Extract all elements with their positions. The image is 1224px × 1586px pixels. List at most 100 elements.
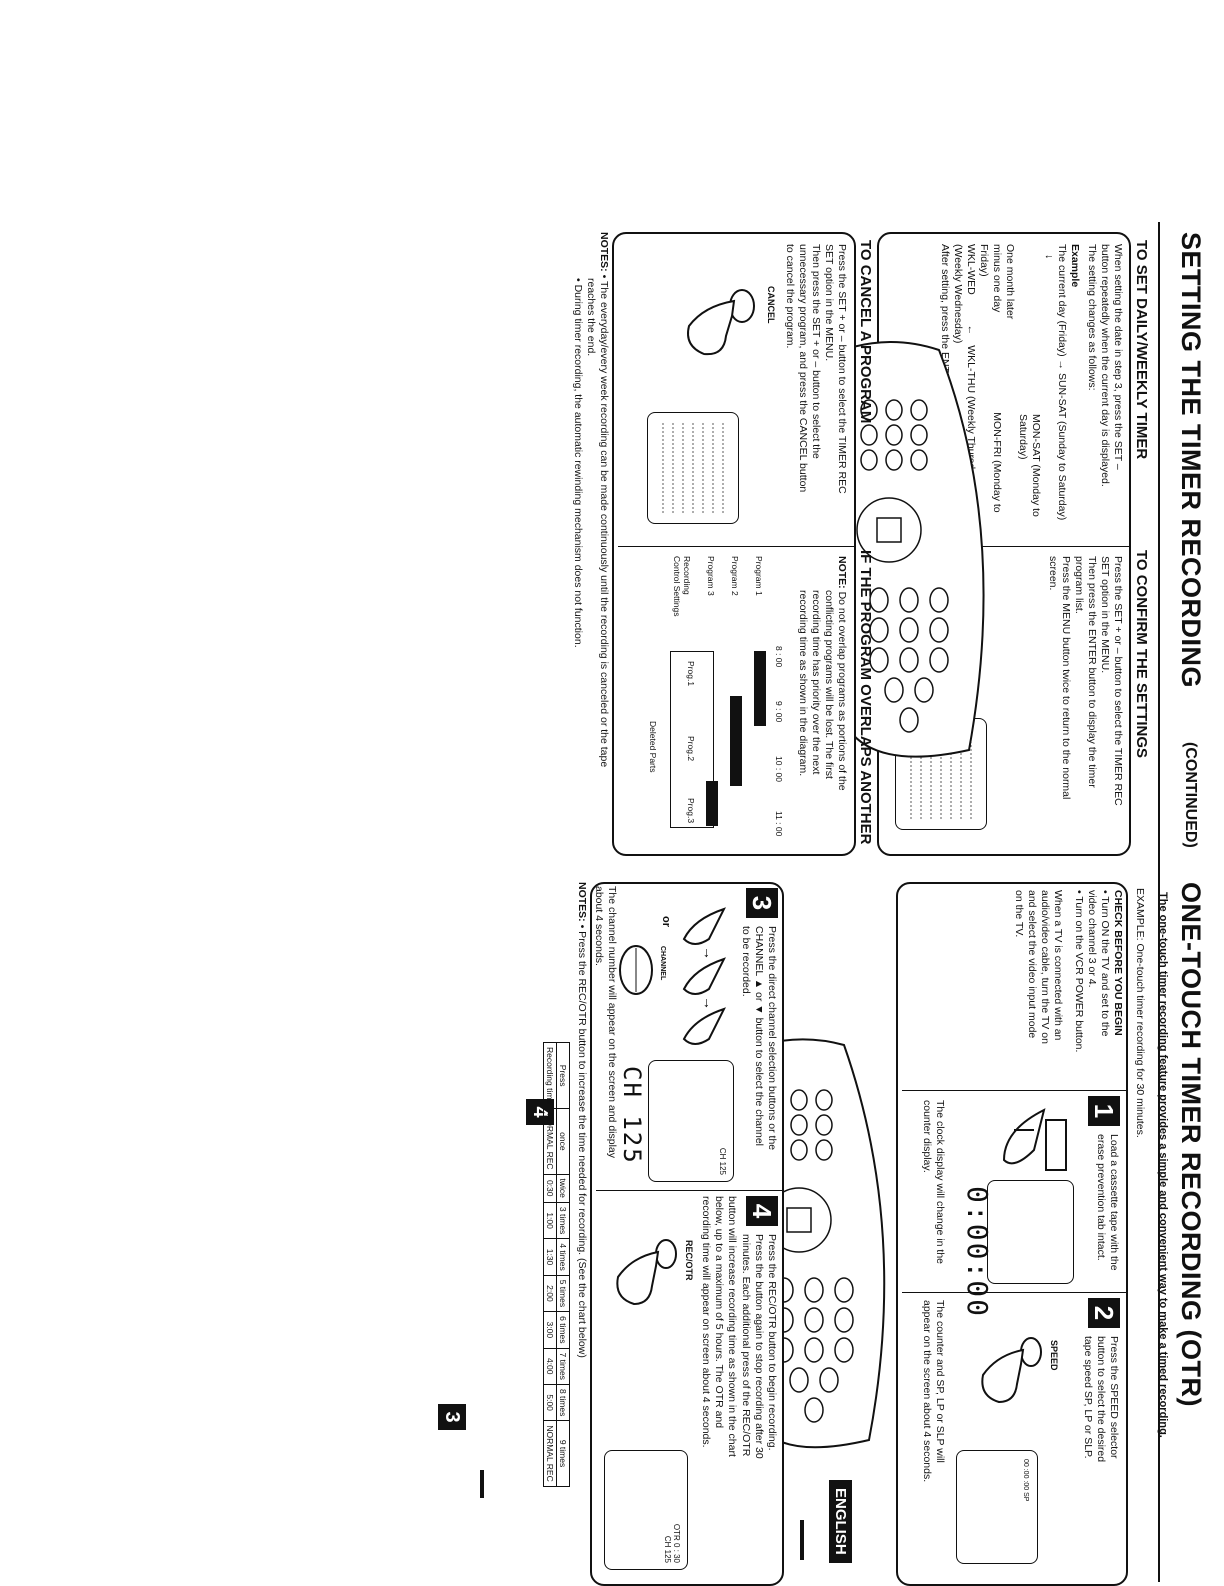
otr-check: CHECK BEFORE YOU BEGIN • Turn ON the TV … [1012, 890, 1124, 1085]
program-1-bar [754, 651, 766, 726]
cancel-line-4: unnecessary program, and press the CANCE… [797, 244, 809, 493]
step-2-text: Press the SPEED selector button to selec… [1081, 1336, 1120, 1576]
step-3-caption-1: The channel number will appear on the sc… [606, 886, 618, 1159]
overlap-note-label: NOTE: [836, 556, 848, 589]
dw-minus-one-day: minus one day [991, 244, 1003, 313]
step-1-screen [987, 1180, 1074, 1284]
step-3-line-2: CHANNEL ▲ or ▼ button to select the chan… [753, 926, 765, 1147]
confirm-line-6: screen. [1047, 556, 1059, 591]
otr-divider-2 [902, 1292, 1126, 1293]
hand-press-digits-icon: → → [682, 907, 726, 1045]
dw-current-day: The current day (Friday) → SUN-SAT (Sund… [1056, 244, 1068, 521]
otr-divider-1 [902, 1090, 1126, 1091]
step-1-caption-1: The clock display will change in the [934, 1100, 946, 1265]
step-2-line-2: button to select the desired [1095, 1336, 1107, 1463]
table-cell: 9 times [556, 1420, 570, 1487]
step-1-caption: The clock display will change in the cou… [920, 1100, 946, 1285]
page-title-right: ONE-TOUCH TIMER RECORDING (OTR) [1176, 882, 1206, 1407]
cancel-line-2: SET option in the MENU. [823, 244, 835, 362]
step-1-text: Load a cassette tape with the erase prev… [1094, 1134, 1120, 1289]
table-cell: 2:00 [543, 1275, 557, 1312]
step-4-line-3: minutes. Each additional press of the RE… [740, 1234, 752, 1457]
program-2-bar [730, 696, 742, 786]
step-2-line-1: Press the SPEED selector [1108, 1336, 1120, 1459]
table-cell: Recording time [543, 1042, 557, 1109]
cancel-screen-list [662, 423, 724, 513]
step-4-badge: 4 [746, 1196, 778, 1226]
step-4-text-cont: button will increase recording time as s… [699, 1196, 738, 1576]
table-cell: 5:00 [543, 1384, 557, 1421]
time-11: 11 : 00 [774, 811, 784, 837]
step-3-text: Press the direct channel selection butto… [739, 926, 778, 1186]
otr-example: EXAMPLE: One-touch timer recording for 3… [1134, 888, 1146, 1138]
left-notes-label: NOTES: [598, 232, 610, 272]
table-cell: 1:00 [543, 1202, 557, 1239]
cancel-heading: TO CANCEL A PROGRAM [857, 240, 874, 424]
cancel-screen [647, 412, 739, 524]
step-3-line-3: to be recorded. [740, 926, 752, 997]
confirm-line-3: Then press the ENTER button to display t… [1086, 556, 1098, 788]
time-10: 10 : 00 [774, 756, 784, 782]
table-cell: 8 times [556, 1384, 570, 1421]
step-2-screen-text: 00 :00 :00 SP [1022, 1459, 1029, 1502]
header-rule [1158, 222, 1160, 1582]
left-note-2: • During timer recording, the automatic … [572, 278, 584, 648]
row-program-2: Program 2 [730, 556, 740, 596]
cancel-line-5: to cancel the program. [784, 244, 796, 349]
speed-button-label: SPEED [1049, 1340, 1059, 1371]
overlap-note-line-3: recording time has priority over the nex… [810, 590, 822, 775]
cancel-button-label: CANCEL [766, 286, 776, 324]
table-cell: 3 times [556, 1202, 570, 1239]
dw-wkl-wed: WKL-WED [965, 244, 977, 295]
callout-3: 3 [438, 1404, 466, 1430]
step-2-screen: 00 :00 :00 SP [956, 1450, 1038, 1564]
overlap-note-line-1: NOTE: Do not overlap programs as portion… [835, 556, 848, 846]
overlap-note-line-4: recording time as shown in the diagram. [797, 590, 809, 777]
right-notes-label: NOTES: [576, 882, 588, 922]
step-3-lcd: CH 125 [618, 1066, 646, 1165]
confirm-screen [895, 718, 987, 830]
continued-label: (CONTINUED) [1182, 742, 1199, 848]
left-note-1: NOTES: • The everyday/every week recordi… [597, 232, 610, 872]
table-cell: 6 times [556, 1311, 570, 1349]
dw-example-label: Example [1069, 244, 1081, 288]
prog-1-label: Prog.1 [686, 661, 696, 687]
confirm-screen-list [910, 729, 972, 819]
step-1-line-1: Load a cassette tape with the [1108, 1134, 1120, 1271]
dw-arrow-1: ↓ [1043, 254, 1055, 260]
step-4-line-6: recording time will appear on screen abo… [700, 1196, 712, 1448]
confirm-heading: TO CONFIRM THE SETTINGS [1133, 550, 1150, 759]
table-cell: NORMAL REC [543, 1108, 557, 1175]
step-4-screen-ch: CH 125 [663, 1535, 672, 1563]
otr-time-table: Press once twice 3 times 4 times 5 times… [543, 1042, 570, 1487]
step-3-caption: The channel number will appear on the sc… [592, 886, 618, 1186]
cancel-line-1: Press the SET + or – button to select th… [836, 244, 848, 494]
row-control-settings: Control Settings [672, 556, 682, 617]
program-3-bar [706, 781, 718, 826]
table-cell: 4 times [556, 1238, 570, 1276]
prog-3-label: Prog.3 [686, 798, 696, 824]
step-4-line-2: Press the button again to stop recording… [753, 1234, 765, 1459]
step-4-line-5: below, up to a maximum of 5 hours. The O… [713, 1196, 725, 1429]
daily-weekly-heading: TO SET DAILY/WEEKLY TIMER [1133, 240, 1150, 460]
dw-mon-sat: MON-SAT (Monday to Saturday) [1017, 414, 1042, 517]
tv-line-1: When a TV is connected with an [1052, 890, 1064, 1041]
right-notes-line: • Press the REC/OTR button to increase t… [576, 924, 588, 1358]
table-cell: 3:00 [543, 1311, 557, 1349]
deleted-parts-label: Deleted Parts [648, 721, 658, 773]
left-note-1-cont: reaches the end. [585, 278, 597, 357]
table-cell: NORMAL REC [543, 1420, 557, 1487]
step-3-line-1: Press the direct channel selection butto… [766, 926, 778, 1151]
cassette-insert-icon [1002, 1108, 1067, 1171]
check-line-2: video channel 3 or 4. [1086, 890, 1098, 988]
step-2-caption-1: The counter and SP, LP or SLP will [934, 1300, 946, 1463]
language-tab: ENGLISH [829, 1480, 852, 1563]
confirm-line-1: Press the SET + or – button to select th… [1112, 556, 1124, 806]
cancel-box-divider [618, 546, 854, 547]
row-program-1: Program 1 [754, 556, 764, 596]
tv-line-3: and select the video input mode [1026, 890, 1038, 1039]
step-1-line-2: erase prevention tab intact. [1095, 1134, 1107, 1261]
page-mark [480, 1470, 484, 1498]
overlap-note: NOTE: Do not overlap programs as portion… [796, 556, 848, 846]
